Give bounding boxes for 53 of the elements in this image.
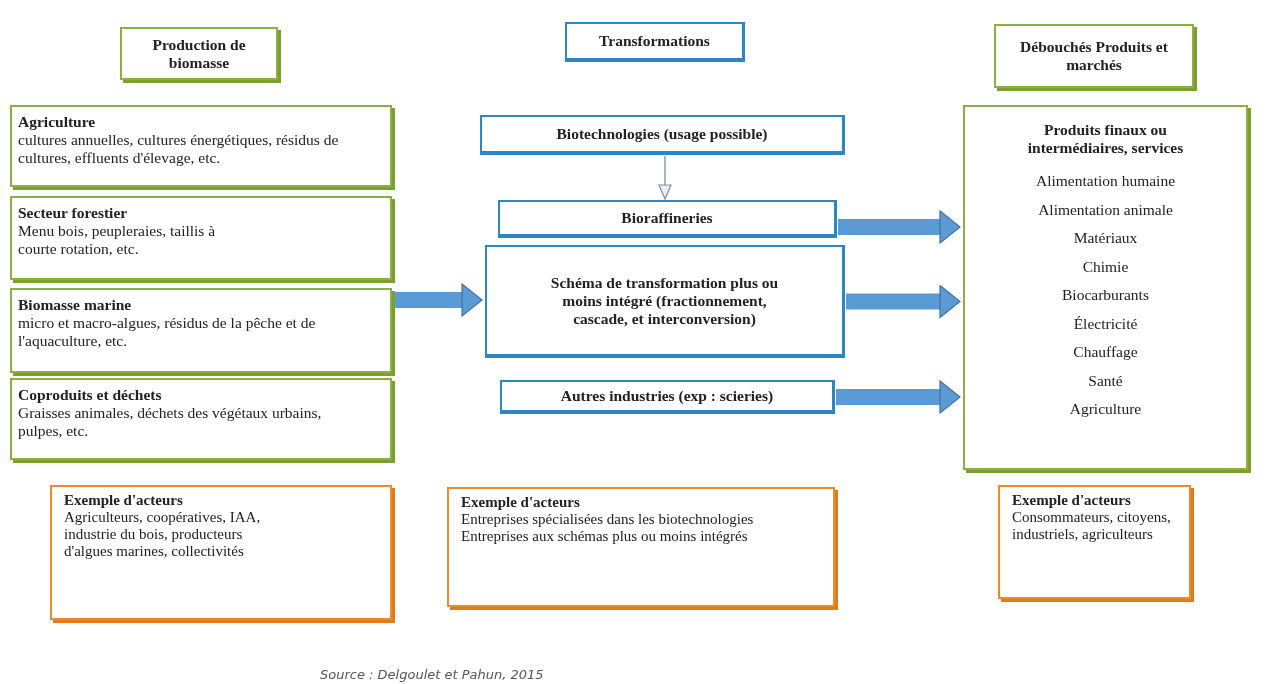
process-box [500,380,835,414]
box-heading: Secteur forestier [18,204,129,222]
list-item: Chauffage [1073,342,1138,362]
box-heading: Exemple d'acteurs [461,494,581,511]
category-box [10,378,392,460]
list-item: Biocarburants [1062,285,1149,305]
section-heading-box [565,22,745,62]
box-text: Menu bois, peupleraies, taillis à courte rotation, etc. [18,222,217,258]
box-text: Graisses animales, déchets des végétaux urbains, pulpes, etc. [18,404,323,440]
list-item: Santé [1088,370,1123,391]
process-box [480,115,845,155]
list-item: Alimentation animale [1038,199,1173,220]
block-arrow [838,210,961,244]
list-item: Agriculture [1069,399,1142,419]
category-box [10,288,392,373]
box-label: Biotechnologies (usage possible) [556,125,768,143]
box-heading: Exemple d'acteurs [1012,492,1132,509]
box-heading: Coproduits et déchets [18,386,163,404]
source-caption: Source : Delgoulet et Pahun, 2015 [320,667,544,682]
box-label: Production de biomasse [151,35,247,72]
box-label: Transformations [599,32,710,50]
box-text: micro et macro-algues, résidus de la pêche et de l'aquaculture, etc. [18,314,317,350]
block-arrow [846,284,961,319]
arrow [658,155,672,200]
block-arrow [393,283,483,317]
box-label: Autres industries (exp : scieries) [560,387,774,405]
actors-box [447,487,835,607]
list-item: Alimentation humaine [1035,171,1175,191]
box-heading: Exemple d'acteurs [64,492,184,509]
box-label: Bioraffineries [621,209,713,227]
actors-box [50,485,392,620]
box-text: Agriculteurs, coopératives, IAA, industrie du bois, producteurs d'algues marines, collectivités [64,509,262,560]
box-heading: Produits finaux ou intermédiaires, services [1026,121,1185,157]
actors-box [998,485,1191,599]
box-text: Entreprises spécialisées dans les biotechnologies [461,511,755,528]
category-box [10,105,392,187]
section-heading-box [994,24,1194,88]
list-item: Chimie [1082,256,1129,277]
section-heading-box [120,27,278,80]
box-label: Débouchés Produits et marchés [1019,38,1169,74]
products-box [963,105,1248,470]
list-item: Matériaux [1073,228,1138,248]
process-box [498,200,837,238]
box-text: Consommateurs, citoyens, industriels, agriculteurs [1012,509,1172,543]
box-text: cultures annuelles, cultures énergétiques, résidus de cultures, effluents d'élevage, etc. [18,131,340,167]
process-box [485,245,845,358]
category-box [10,196,392,280]
list-item: Électricité [1073,313,1138,334]
block-arrow [836,380,961,414]
box-label: Schéma de transformation plus ou moins intégré (fractionnement, cascade, et interconversion) [549,273,780,328]
box-heading: Agriculture [18,113,97,131]
box-text: Entreprises aux schémas plus ou moins intégrés [461,528,749,545]
box-heading: Biomasse marine [18,296,133,314]
